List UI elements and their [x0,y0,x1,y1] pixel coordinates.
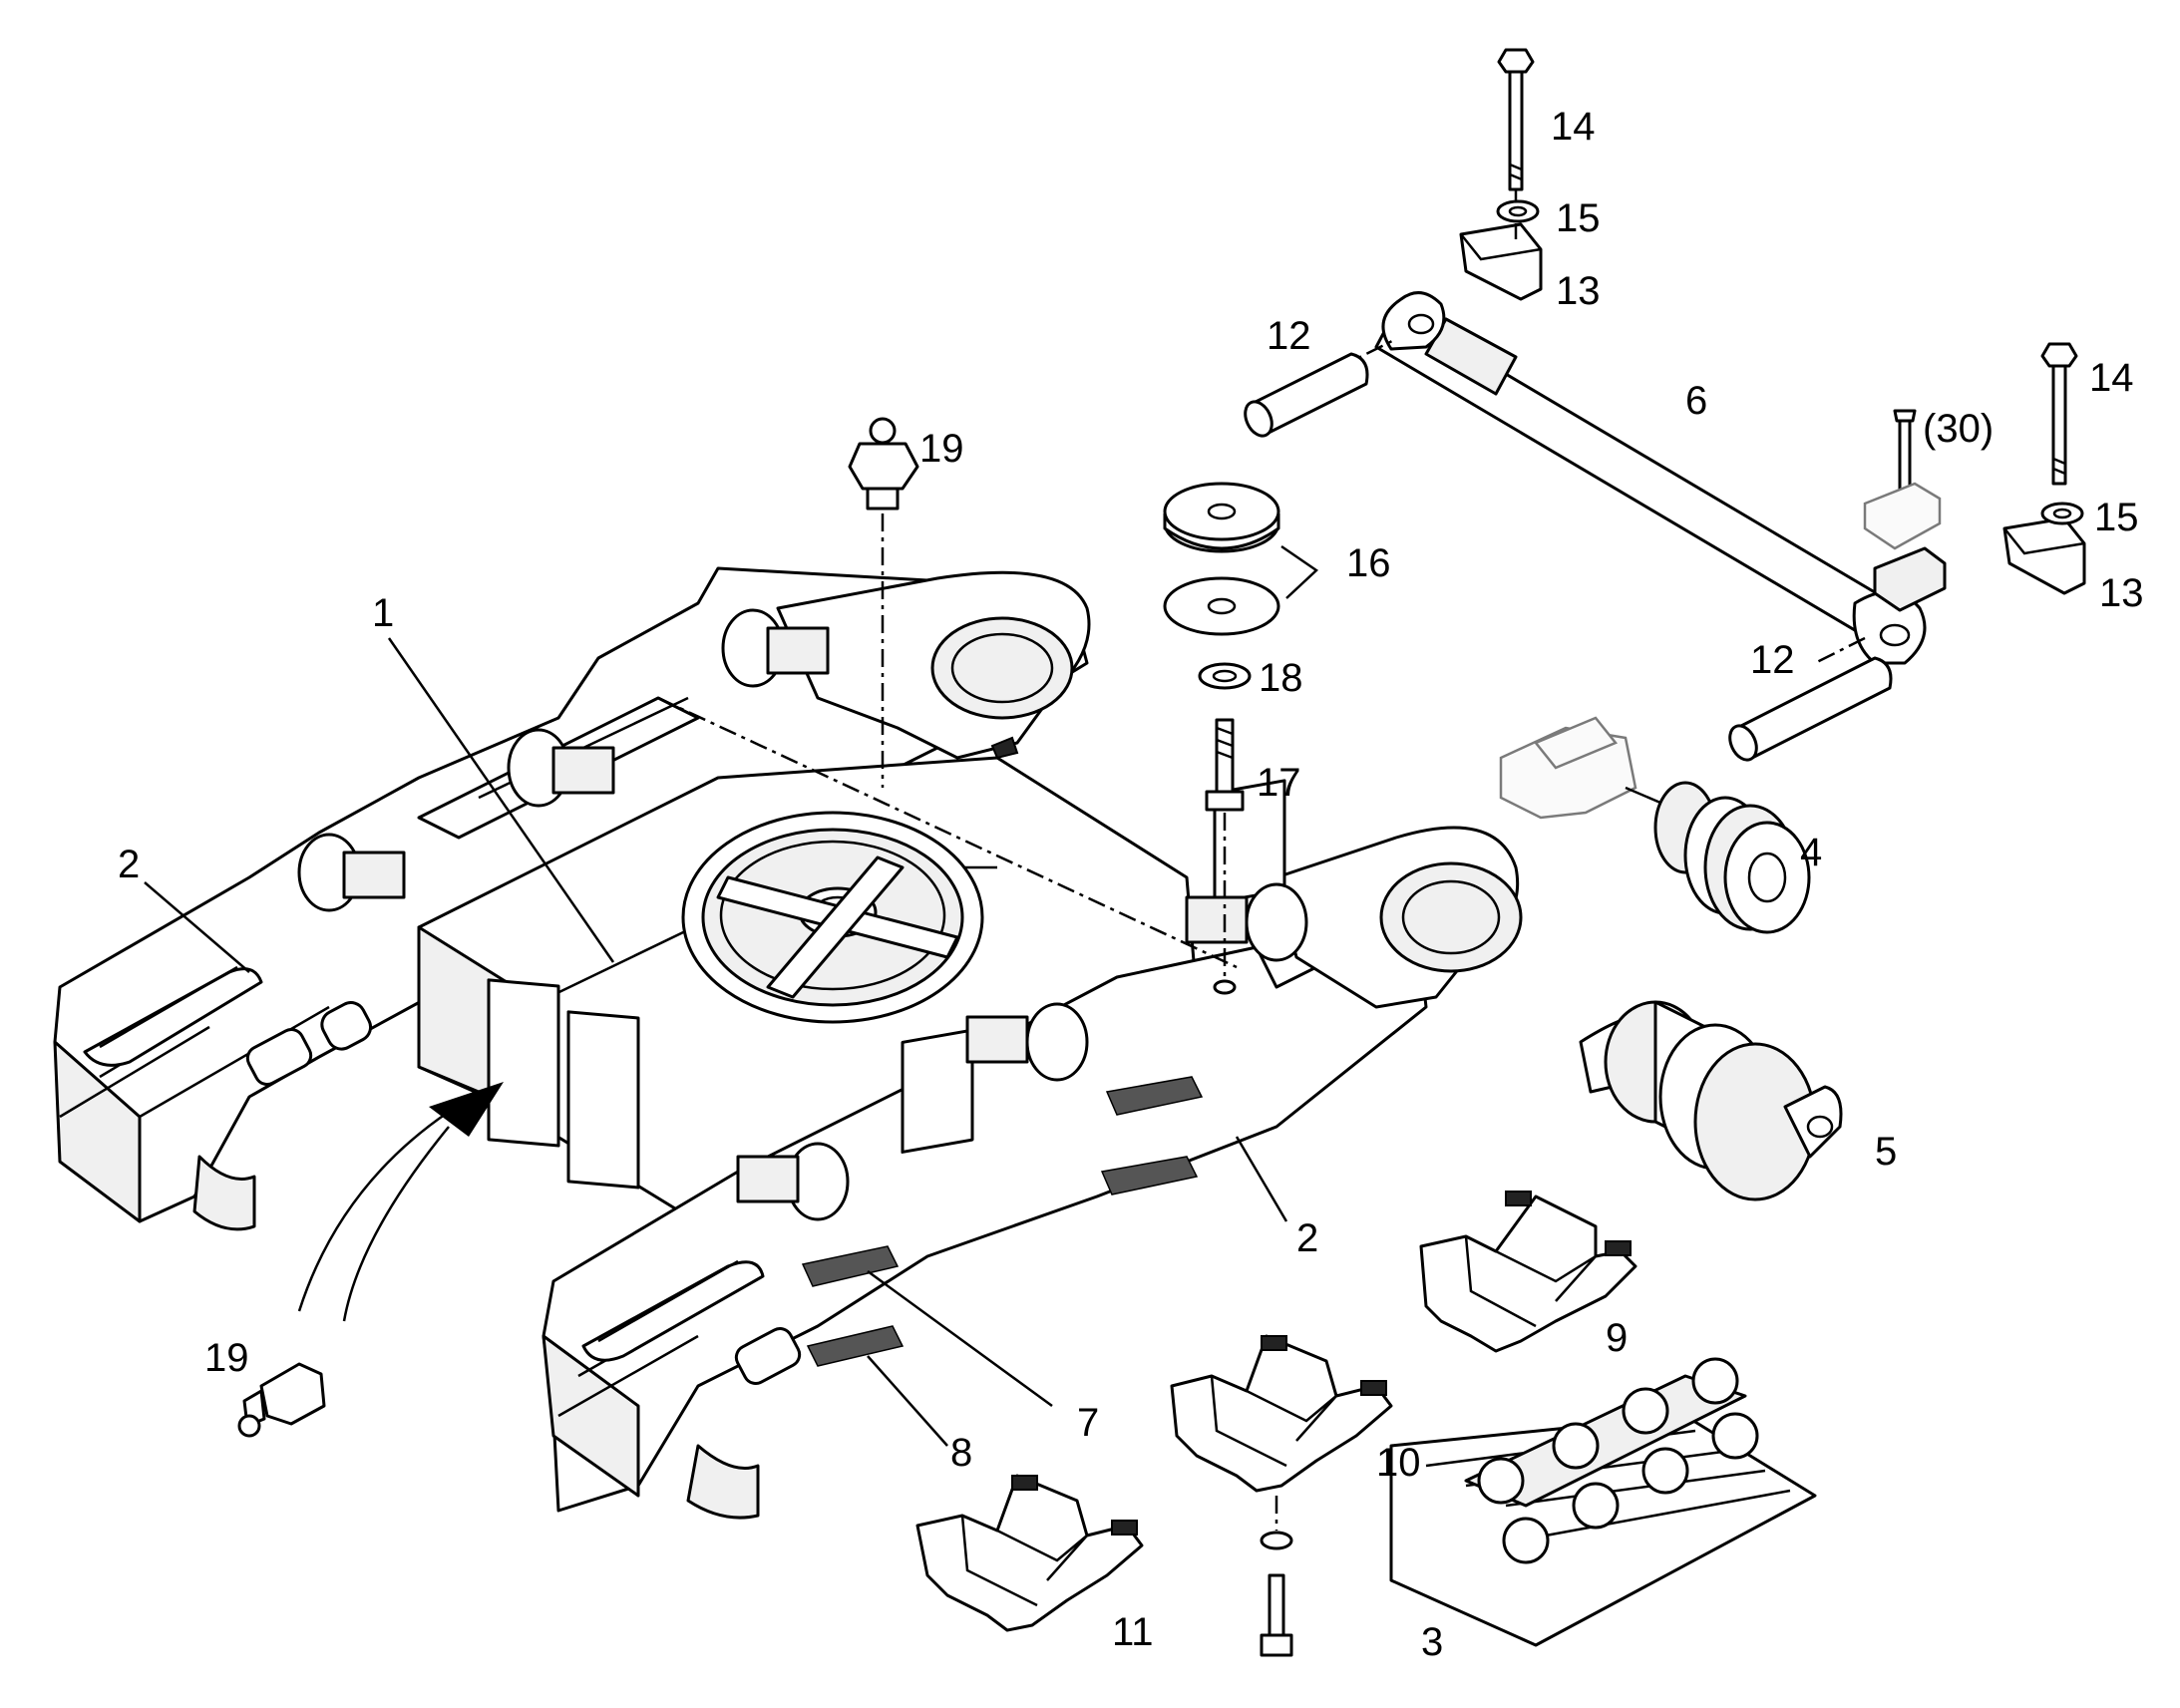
block-30 [1863,482,1947,612]
grease-nipple-bottom [237,1362,326,1438]
bolt-17 [1205,718,1245,995]
label-16: 16 [1346,541,1391,585]
label-13-right: 13 [2099,571,2144,615]
label-15-left: 15 [1556,196,1601,240]
label-3: 3 [1421,1620,1443,1664]
label-12-bottom: 12 [1750,638,1795,682]
label-18: 18 [1259,656,1303,700]
track-chain-3 [1389,1357,1817,1647]
frame-steps [801,1076,1204,1367]
label-5: 5 [1875,1130,1897,1174]
label-14-left: 14 [1551,105,1596,149]
track-guide-9 [1419,1191,1637,1353]
label-15-right: 15 [2094,496,2139,539]
label-13-left: 13 [1556,269,1601,313]
track-guide-10 [1170,1334,1393,1493]
label-7: 7 [1077,1401,1099,1445]
bolt-14-right [2040,342,2078,486]
leader-lines [144,637,1288,1447]
label-19-bottom: 19 [204,1336,249,1380]
washer-15-right [2040,502,2084,525]
bolt-14-left [1497,48,1535,239]
track-guide-11 [915,1474,1144,1632]
clamp-block-13-right [2002,516,2086,595]
hidden-line-shaft [657,696,1238,969]
final-drive-mount-left [776,570,1091,760]
washer-15-left [1496,199,1540,223]
label-10: 10 [1376,1441,1421,1485]
label-19-top: 19 [919,427,964,471]
mounting-bolt-10 [1260,1496,1293,1657]
slewing-ring [681,811,984,1024]
washer-stack [1163,482,1318,690]
pin-12-bottom [1728,656,1893,762]
bolt-30 [1893,409,1917,496]
track-frame-right [542,779,1523,1520]
grease-nipple-top [848,417,919,788]
label-12-top: 12 [1267,314,1311,358]
label-2-left: 2 [118,843,140,886]
label-2-right: 2 [1296,1216,1318,1260]
label-17: 17 [1257,761,1301,805]
track-adjuster-cylinder [1335,291,1927,665]
idler-roller-5 [1579,1000,1843,1201]
lubrication-point-arrow [297,1082,504,1322]
label-11: 11 [1112,1610,1154,1654]
carrier-rollers [297,608,1308,1221]
label-4: 4 [1800,831,1822,874]
label-1: 1 [372,591,394,635]
label-8: 8 [950,1431,972,1475]
undercarriage-frame [53,566,1523,1520]
label-14-right: 14 [2089,356,2134,400]
pin-12-top [1244,352,1369,438]
clamp-block-13-left [1459,222,1543,301]
track-roller-4 [1499,716,1811,934]
label-9: 9 [1606,1316,1628,1360]
label-30: (30) [1923,407,1994,451]
label-6: 6 [1685,379,1707,423]
